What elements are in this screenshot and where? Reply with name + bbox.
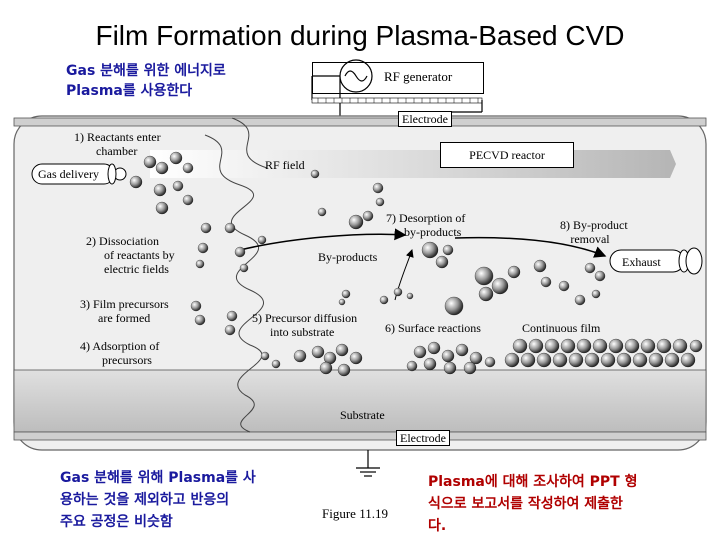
pecvd-reactor-label: PECVD reactor: [440, 142, 574, 168]
substrate-layer: [13, 369, 707, 433]
energy-note-line-2: Plasma를 사용한다: [66, 83, 193, 99]
step-4-label: 4) Adsorption of precursors: [80, 339, 159, 367]
step-7-line-2: by-products: [404, 225, 462, 239]
dissociated-atoms: [195, 169, 385, 273]
step-1-label: 1) Reactants enter chamber: [74, 130, 161, 158]
step-6-label: 6) Surface reactions: [385, 321, 481, 335]
assignment-note-line-3: 다.: [428, 518, 447, 534]
rf-field-label: RF field: [265, 158, 305, 172]
step-2-line-3: electric fields: [104, 262, 169, 276]
top-electrode: [13, 117, 707, 127]
step-7-label: 7) Desorption of by-products: [386, 211, 465, 239]
rf-coil: [311, 97, 483, 104]
energy-note: Gas 분해를 위한 에너지로 Plasma를 사용한다: [66, 61, 226, 101]
substrate-label: Substrate: [340, 408, 385, 422]
bottom-electrode: [13, 431, 707, 441]
bottom-electrode-label: Electrode: [396, 430, 450, 446]
step-3-line-2: are formed: [98, 311, 151, 325]
step-2-label: 2) Dissociation of reactants by electric…: [86, 234, 175, 276]
process-note: Gas 분해를 위해 Plasma를 사 용하는 것을 제외하고 반응의 주요 …: [60, 467, 256, 533]
step-5-line-2: into substrate: [270, 325, 335, 339]
page-title: Film Formation during Plasma-Based CVD: [95, 20, 625, 51]
assignment-note-line-2: 식으로 보고서를 작성하여 제출한: [428, 496, 623, 512]
energy-note-line-1: Gas 분해를 위한 에너지로: [66, 63, 226, 79]
step-8-line-1: 8) By-product: [560, 218, 628, 232]
assignment-note: Plasma에 대해 조사하여 PPT 형 식으로 보고서를 작성하여 제출한 …: [428, 471, 637, 537]
step-2-line-2: of reactants by: [104, 248, 175, 262]
step-4-line-2: precursors: [102, 353, 152, 367]
rf-generator-box: [312, 62, 484, 94]
step-3-label: 3) Film precursors are formed: [80, 297, 169, 325]
step-5-line-1: 5) Precursor diffusion: [252, 311, 358, 325]
surface-reaction-cluster: [406, 341, 496, 375]
step-1-line-2: chamber: [96, 144, 138, 158]
adsorbed-precursors: [260, 343, 363, 377]
step-2-line-1: 2) Dissociation: [86, 234, 159, 248]
step-1-line-1: 1) Reactants enter: [74, 130, 161, 144]
step-5-label: 5) Precursor diffusion into substrate: [252, 311, 357, 339]
step-4-line-1: 4) Adsorption of: [80, 339, 160, 353]
reactant-molecules: [129, 151, 194, 215]
step-3-line-1: 3) Film precursors: [80, 297, 169, 311]
exhaust-arrow: [454, 236, 607, 258]
continuous-film-label: Continuous film: [522, 321, 601, 335]
film-precursors: [190, 287, 414, 336]
exhaust-label: Exhaust: [622, 255, 661, 269]
figure-caption: Figure 11.19: [322, 506, 388, 521]
process-note-line-2: 용하는 것을 제외하고 반응의: [60, 492, 230, 508]
continuous-film: [504, 338, 703, 368]
process-note-line-3: 주요 공정은 비슷함: [60, 514, 173, 530]
rf-generator-label: RF generator: [384, 69, 453, 84]
gas-delivery-label: Gas delivery: [38, 167, 99, 181]
byproducts-label: By-products: [318, 250, 378, 264]
dissociation-arrow: [239, 228, 407, 251]
process-note-line-1: Gas 분해를 위해 Plasma를 사: [60, 470, 256, 486]
byproduct-molecules: [421, 241, 606, 316]
step-7-line-1: 7) Desorption of: [386, 211, 466, 225]
step-8-label: 8) By-product removal: [560, 218, 628, 246]
rf-field-wave: [204, 134, 265, 433]
top-electrode-label: Electrode: [398, 111, 452, 127]
assignment-note-line-1: Plasma에 대해 조사하여 PPT 형: [428, 474, 638, 490]
step-8-line-2: removal: [570, 232, 610, 246]
